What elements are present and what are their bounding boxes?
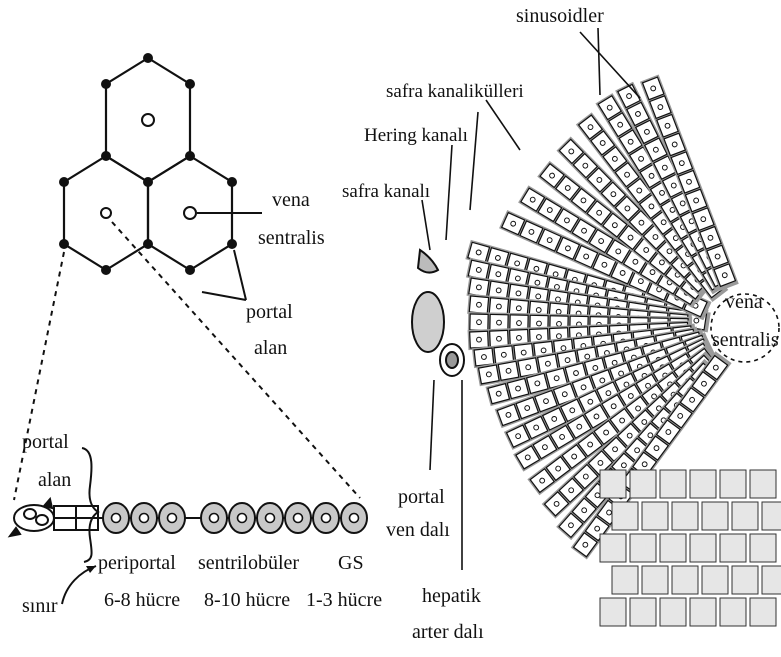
portal-area-dot	[59, 239, 69, 249]
label-gs-count: 1-3 hücre	[306, 590, 382, 610]
acinus-cell	[103, 503, 129, 533]
portal-area-dot	[101, 79, 111, 89]
label-hepatik-arter-dali-2: arter dalı	[412, 622, 484, 642]
tissue-cell	[612, 502, 638, 530]
tissue-cell	[762, 566, 781, 594]
portal-area-dot	[143, 53, 153, 63]
label-safra-kanalikulleri: safra kanalikülleri	[386, 82, 524, 101]
label-gs: GS	[338, 553, 364, 573]
label-periportal-count: 6-8 hücre	[104, 590, 180, 610]
tissue-cell	[642, 502, 668, 530]
tissue-cell	[750, 598, 776, 626]
tissue-cell	[750, 470, 776, 498]
label-vena-sentralis-right-2: sentralis	[712, 330, 779, 350]
portal-area-dot	[227, 239, 237, 249]
tissue-cell	[600, 534, 626, 562]
label-vena-sentralis-top-1: vena	[272, 190, 310, 210]
portal-area-dot	[143, 239, 153, 249]
tissue-cell	[720, 598, 746, 626]
projection-line-right	[112, 222, 360, 498]
acinus-cell	[257, 503, 283, 533]
tissue-cell	[612, 566, 638, 594]
label-vena-sentralis-top-2: sentralis	[258, 228, 325, 248]
tissue-cell	[690, 598, 716, 626]
acinus-cell	[201, 503, 227, 533]
hexagonal-lobules	[64, 58, 232, 270]
tissue-cell	[732, 566, 758, 594]
acinus-cell	[159, 503, 185, 533]
label-portal-ven-dali-2: ven dalı	[386, 520, 450, 540]
label-sentrilobular-count: 8-10 hücre	[204, 590, 290, 610]
tissue-cell	[630, 470, 656, 498]
tissue-cell	[672, 566, 698, 594]
label-sentrilobular: sentrilobüler	[198, 553, 299, 573]
central-vein-right	[184, 207, 196, 219]
acinus-cell	[131, 503, 157, 533]
tissue-cell	[702, 502, 728, 530]
portal-area-dot	[101, 265, 111, 275]
tissue-cell	[702, 566, 728, 594]
label-hering-kanali: Hering kanalı	[364, 126, 468, 145]
acinus-cell	[229, 503, 255, 533]
label-safra-kanali: safra kanalı	[342, 182, 430, 201]
label-portal-alan-top-2: alan	[254, 338, 287, 358]
acinus-cell	[313, 503, 339, 533]
tissue-cell	[720, 470, 746, 498]
portal-area-dot	[59, 177, 69, 187]
label-portal-ven-dali-1: portal	[398, 487, 445, 507]
tissue-cell	[630, 598, 656, 626]
tissue-cell	[660, 534, 686, 562]
label-portal-alan-top-1: portal	[246, 302, 293, 322]
acinus-cell	[341, 503, 367, 533]
label-hepatik-arter-dali-1: hepatik	[422, 586, 481, 606]
tissue-cell	[732, 502, 758, 530]
acinus-cell-row	[103, 503, 367, 533]
tissue-cell	[690, 534, 716, 562]
portal-area-dot	[185, 265, 195, 275]
tissue-cell	[600, 470, 626, 498]
portal-area-dot	[143, 177, 153, 187]
projection-line-left	[14, 252, 64, 500]
tissue-cell	[600, 598, 626, 626]
label-portal-alan-left-2: alan	[38, 470, 71, 490]
label-periportal: periportal	[98, 553, 176, 573]
label-sinir: sınır	[22, 596, 58, 616]
portal-area-dot	[101, 151, 111, 161]
portal-area-dots	[59, 53, 237, 275]
tissue-cell	[750, 534, 776, 562]
label-sinusoidler: sinusoidler	[516, 6, 604, 26]
central-vein-top	[142, 114, 154, 126]
tissue-cell	[762, 502, 781, 530]
portal-area-dot	[185, 79, 195, 89]
portal-area-dot	[185, 151, 195, 161]
portal-area-dot	[227, 177, 237, 187]
central-vein-left	[101, 208, 111, 218]
label-vena-sentralis-right-1: vena	[725, 292, 763, 312]
acinus-cell	[285, 503, 311, 533]
portal-vessels	[412, 250, 464, 376]
tissue-cell	[660, 598, 686, 626]
tissue-cell	[672, 502, 698, 530]
tissue-cell	[660, 470, 686, 498]
tissue-cell	[690, 470, 716, 498]
tissue-cell	[642, 566, 668, 594]
tissue-cell	[630, 534, 656, 562]
label-portal-alan-left-1: portal	[22, 432, 69, 452]
tissue-cell	[720, 534, 746, 562]
